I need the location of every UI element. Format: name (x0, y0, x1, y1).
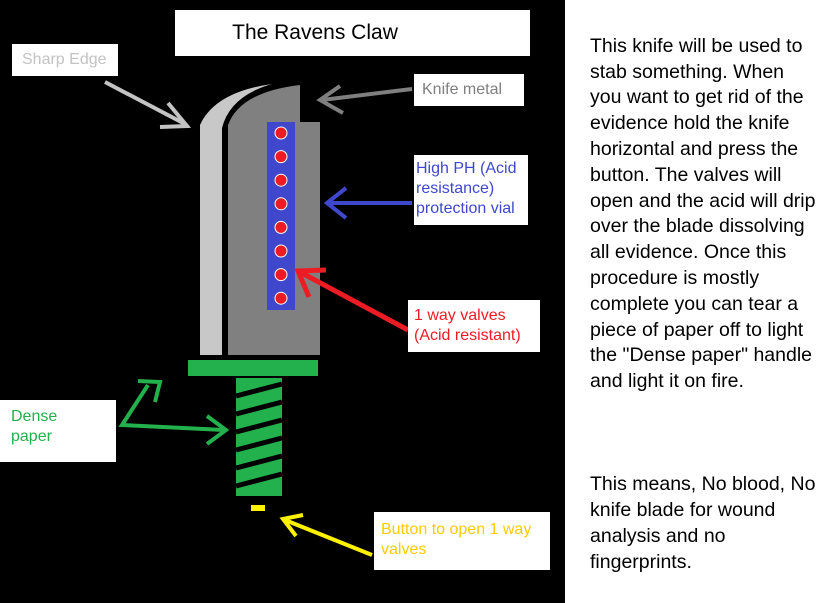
arrow-vial (323, 186, 412, 220)
valves-label: 1 way valves (Acid resistant) (414, 307, 521, 344)
arrow-knife-metal (316, 84, 413, 115)
description-paragraph-1: This knife will be used to stab somethin… (590, 34, 816, 393)
description-paragraph-2: This means, No blood, No knife blade for… (590, 473, 816, 573)
button-label: Button to open 1 way valves (381, 521, 532, 558)
valve-dot (274, 220, 288, 234)
diagram-title: The Ravens Claw (232, 21, 398, 44)
valve-dot (274, 268, 288, 282)
description-spacer (590, 421, 820, 447)
knife-metal-label: Knife metal (422, 81, 503, 98)
release-button (251, 505, 265, 511)
valve-dot (274, 126, 288, 140)
arrow-dense-paper (118, 379, 230, 446)
sharp-edge-label-box: Sharp Edge (12, 44, 118, 76)
arrow-button (279, 513, 373, 557)
sharp-edge (200, 84, 272, 355)
button-label-box: Button to open 1 way valves (374, 512, 550, 570)
valve-dot (274, 244, 288, 258)
vial-label: High PH (Acid resistance) protection via… (416, 160, 517, 217)
arrow-sharp-edge (104, 80, 192, 129)
valve-dot (274, 291, 288, 305)
valves-label-box: 1 way valves (Acid resistant) (408, 300, 540, 352)
dense-paper-label-box: Dense paper (0, 400, 116, 462)
title-box: The Ravens Claw (175, 10, 530, 56)
knife-diagram (104, 80, 413, 557)
valve-dot (274, 150, 288, 164)
valve-dot (274, 197, 288, 211)
valves-group (274, 126, 288, 305)
dense-paper-label: Dense paper (11, 408, 58, 445)
vial-label-box: High PH (Acid resistance) protection via… (414, 155, 528, 225)
description-text: This knife will be used to stab somethin… (590, 8, 820, 601)
arrow-valves (294, 267, 410, 333)
sharp-edge-label: Sharp Edge (22, 51, 107, 68)
handle-guard (188, 360, 318, 376)
handle-stripes (235, 381, 283, 489)
valve-dot (274, 173, 288, 187)
knife-metal-label-box: Knife metal (414, 74, 524, 106)
